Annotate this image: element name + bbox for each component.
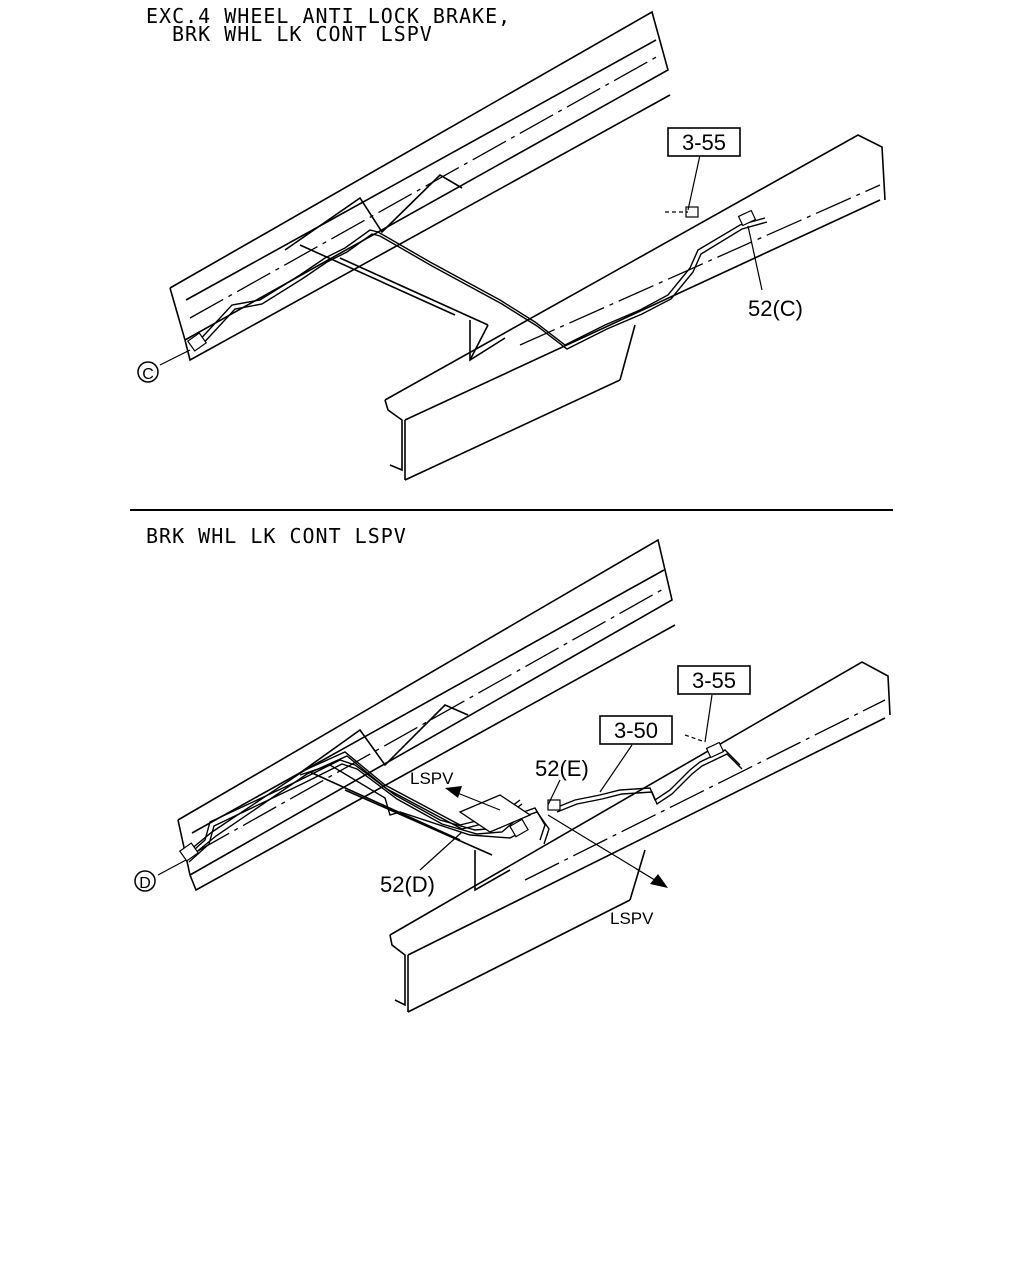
bottom-ref-3-50-text: 3-50: [614, 718, 658, 743]
top-ref-3-55-text: 3-55: [682, 130, 726, 155]
bottom-lspv-label-lower: LSPV: [610, 909, 654, 928]
top-ref-box-3-55[interactable]: 3-55: [667, 127, 741, 157]
bottom-ref-box-3-55[interactable]: 3-55: [677, 665, 751, 695]
bottom-part-label-52d: 52(D): [380, 872, 435, 897]
top-circle-label: C: [142, 366, 154, 383]
top-frame: [169, 10, 886, 481]
bottom-part-label-52e: 52(E): [535, 756, 589, 781]
bottom-ref-box-3-50[interactable]: 3-50: [599, 715, 673, 745]
bottom-ref-3-55-text: 3-55: [692, 668, 736, 693]
top-part-label-52c: 52(C): [748, 296, 803, 321]
bottom-centerlines: [195, 587, 886, 881]
bottom-caption: BRK WHL LK CONT LSPV: [146, 524, 407, 548]
bottom-frame: [177, 538, 891, 1013]
top-leaders: [159, 154, 763, 366]
top-centerlines: [189, 54, 881, 346]
top-caption-line2: BRK WHL LK CONT LSPV: [172, 22, 433, 46]
bottom-lspv-label-upper: LSPV: [410, 769, 454, 788]
top-brake-pipe: [186, 206, 768, 352]
bottom-circle-label: D: [139, 875, 151, 892]
top-circle-marker-c: C: [137, 361, 159, 383]
top-caption-line1: EXC.4 WHEEL ANTI LOCK BRAKE,: [146, 4, 512, 28]
bottom-leaders: [157, 694, 713, 888]
bottom-brake-pipes: [178, 741, 743, 863]
bottom-circle-marker-d: D: [134, 870, 156, 892]
